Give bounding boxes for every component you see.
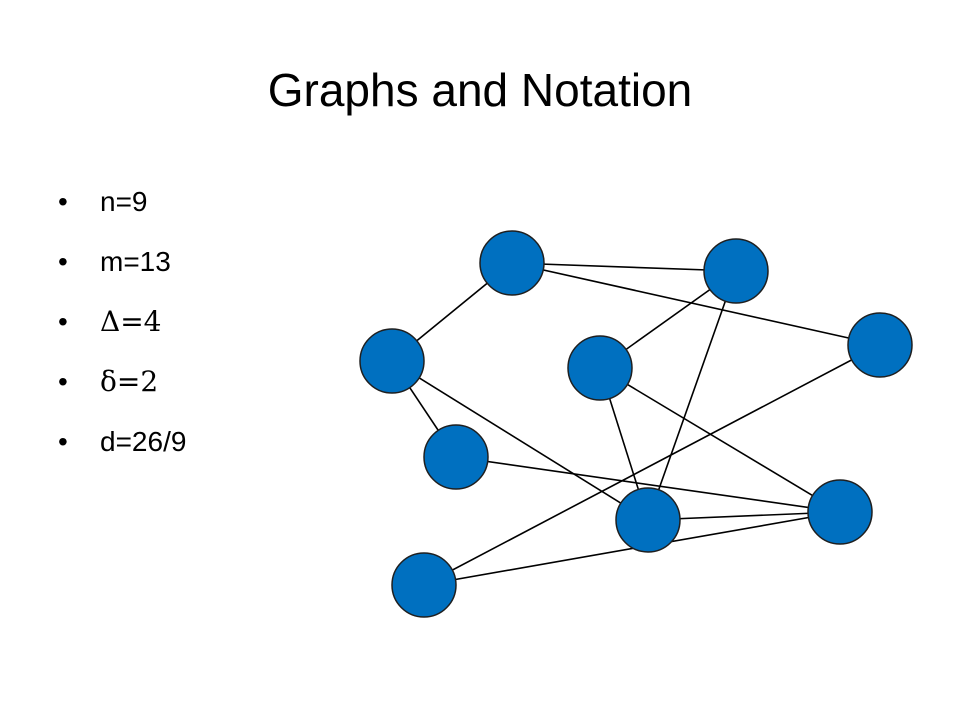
- graph-nodes: [359, 230, 913, 618]
- graph-node-v3: [703, 238, 769, 304]
- graph-node-v2: [359, 328, 425, 394]
- bullet-dot-icon: •: [58, 246, 68, 277]
- bullet-list: • n=9 • m=13 • Δ=4 • δ=2 • d=26/9: [58, 178, 186, 478]
- graph-edge-v4-v9: [423, 344, 881, 586]
- bullet-item-m: • m=13: [58, 238, 186, 298]
- bullet-item-max-degree: • Δ=4: [58, 298, 186, 358]
- bullet-item-avg-degree: • d=26/9: [58, 418, 186, 478]
- graph-edge-v2-v7: [391, 360, 649, 521]
- graph-node-v6: [567, 335, 633, 401]
- graph-edge-v3-v7: [647, 270, 737, 521]
- bullet-dot-icon: •: [58, 306, 68, 337]
- bullet-text: d=26/9: [100, 426, 187, 457]
- graph-edge-v6-v8: [599, 367, 841, 513]
- bullet-text: n=9: [100, 186, 148, 217]
- bullet-item-min-degree: • δ=2: [58, 358, 186, 418]
- bullet-item-n: • n=9: [58, 178, 186, 238]
- graph-edge-v1-v4: [511, 262, 881, 346]
- bullet-text: Δ=4: [100, 305, 162, 338]
- graph-node-v8: [807, 479, 873, 545]
- bullet-dot-icon: •: [58, 366, 68, 397]
- graph-edge-v1-v3: [511, 262, 737, 272]
- graph-node-v7: [615, 487, 681, 553]
- bullet-dot-icon: •: [58, 426, 68, 457]
- bullet-text: m=13: [100, 246, 171, 277]
- graph-edge-v5-v8: [455, 456, 841, 513]
- graph-node-v5: [423, 424, 489, 490]
- graph-node-v1: [479, 230, 545, 296]
- graph-node-v9: [391, 552, 457, 618]
- bullet-dot-icon: •: [58, 186, 68, 217]
- graph-node-v4: [847, 312, 913, 378]
- bullet-text: δ=2: [100, 365, 159, 398]
- slide-title: Graphs and Notation: [267, 64, 693, 116]
